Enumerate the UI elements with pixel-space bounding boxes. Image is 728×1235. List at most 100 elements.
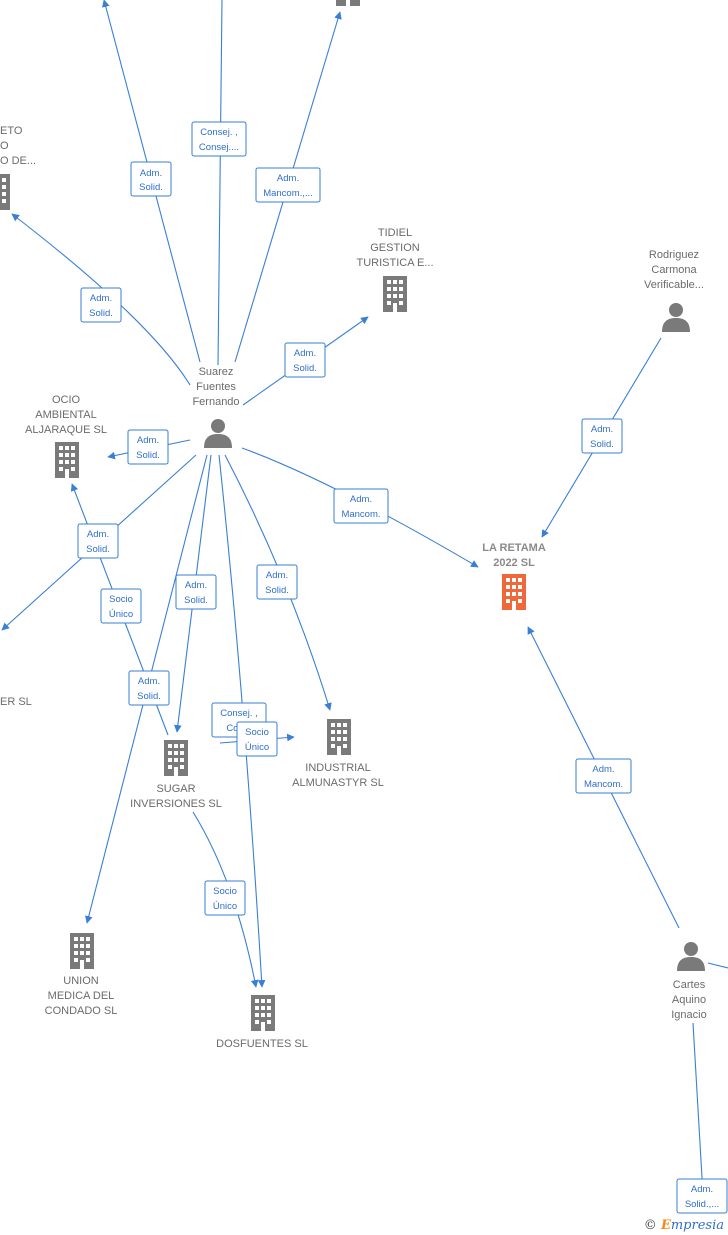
edge-label-cartes-bottom[interactable]: Adm. Solid.,... [676,1178,728,1214]
svg-text:Ignacio: Ignacio [671,1009,706,1021]
svg-text:GESTION: GESTION [370,242,420,254]
building-icon [0,174,10,210]
edge-label-rodriguez[interactable]: Adm. Solid. [581,418,623,454]
edge-label-sugar[interactable]: Adm. Solid. [175,574,217,610]
svg-text:Solid.: Solid. [86,544,110,555]
node-suarez[interactable]: Suarez Fuentes Fernando [192,366,240,448]
svg-text:Único: Único [245,742,269,753]
building-icon [327,719,351,755]
edge-cartes-right [707,962,728,969]
node-industrial[interactable]: INDUSTRIAL ALMUNASTYR SL [292,719,384,789]
svg-text:Carmona: Carmona [651,264,697,276]
svg-text:Solid.: Solid. [265,585,289,596]
svg-text:Adm.: Adm. [350,494,372,505]
edge-suarez-top-center [217,0,223,366]
svg-text:Adm.: Adm. [591,424,613,435]
edge-label-top-right[interactable]: Adm. Mancom.,... [255,167,321,203]
svg-text:INDUSTRIAL: INDUSTRIAL [305,762,370,774]
svg-text:Socio: Socio [109,594,133,605]
svg-text:Adm.: Adm. [691,1184,713,1195]
edge-label-left-partial[interactable]: Adm. Solid. [80,287,122,323]
node-ocio[interactable]: OCIO AMBIENTAL ALJARAQUE SL [25,394,107,478]
svg-text:ETO: ETO [0,125,23,137]
node-tidiel[interactable]: TIDIEL GESTION TURISTICA E... [356,227,434,312]
svg-text:Solid.: Solid. [139,182,163,193]
svg-text:Adm.: Adm. [137,435,159,446]
edge-cartes-bottom [692,1022,704,1196]
svg-text:Verificable...: Verificable... [644,279,704,291]
svg-text:Fernando: Fernando [192,396,239,408]
node-left-partial[interactable]: ETO O O DE... [0,125,36,210]
building-icon [502,574,526,610]
svg-text:Consej. ,: Consej. , [220,708,258,719]
node-sugar[interactable]: SUGAR INVERSIONES SL [130,740,222,810]
svg-text:ER SL: ER SL [0,696,32,708]
svg-text:MEDICA DEL: MEDICA DEL [48,990,115,1002]
edge-label-sugar-dosfuentes[interactable]: Socio Único [204,880,246,916]
node-la-retama[interactable]: LA RETAMA 2022 SL [482,542,546,610]
svg-text:Solid.: Solid. [293,363,317,374]
svg-text:Único: Único [213,901,237,912]
nodes: ETO O O DE... TIDIEL GESTION TURISTICA E… [0,0,707,1050]
building-icon[interactable] [336,0,360,6]
svg-text:ALMUNASTYR SL: ALMUNASTYR SL [292,777,384,789]
svg-text:Adm.: Adm. [592,764,614,775]
edge-label-tidiel[interactable]: Adm. Solid. [284,342,326,378]
svg-text:Adm.: Adm. [277,173,299,184]
edge-label-sugar-ocio[interactable]: Socio Único [100,588,142,624]
edge-label-left-er[interactable]: Adm. Solid. [77,523,119,559]
empresia-logo: © Empresia [644,1218,724,1233]
person-icon [204,419,232,448]
svg-text:Adm.: Adm. [87,529,109,540]
svg-text:Socio: Socio [213,886,237,897]
svg-text:Fuentes: Fuentes [196,381,236,393]
svg-text:Aquino: Aquino [672,994,706,1006]
svg-text:2022 SL: 2022 SL [493,557,535,569]
edge-labels: Adm. Solid. Consej. , Consej.... Adm. Ma… [77,121,728,1214]
svg-text:UNION: UNION [63,975,99,987]
person-icon [662,303,690,332]
edge-label-la-retama[interactable]: Adm. Mancom. [333,488,389,524]
svg-text:INVERSIONES SL: INVERSIONES SL [130,798,222,810]
edge-label-top-center[interactable]: Consej. , Consej.... [191,121,247,157]
building-icon [55,442,79,478]
svg-text:Solid.,...: Solid.,... [685,1199,719,1210]
edge-label-cartes-retama[interactable]: Adm. Mancom. [575,758,632,794]
edge-label-ocio[interactable]: Adm. Solid. [127,429,169,465]
svg-text:DOSFUENTES SL: DOSFUENTES SL [216,1038,308,1050]
node-cartes[interactable]: Cartes Aquino Ignacio [671,942,707,1021]
svg-text:AMBIENTAL: AMBIENTAL [35,409,97,421]
svg-text:Adm.: Adm. [185,580,207,591]
svg-text:Rodriguez: Rodriguez [649,249,699,261]
node-left-er[interactable]: ER SL [0,696,32,708]
node-rodriguez[interactable]: Rodriguez Carmona Verificable... [644,249,704,332]
person-icon [677,942,705,971]
edge-suarez-left-partial [11,213,191,386]
building-icon [70,933,94,969]
svg-text:TIDIEL: TIDIEL [378,227,412,239]
svg-text:SUGAR: SUGAR [156,783,195,795]
svg-text:Suarez: Suarez [199,366,234,378]
svg-text:Mancom.: Mancom. [584,779,623,790]
copyright-symbol: © [643,1218,657,1233]
svg-text:Solid.: Solid. [136,450,160,461]
edge-label-top-left[interactable]: Adm. Solid. [130,161,172,197]
svg-text:Solid.: Solid. [137,691,161,702]
svg-text:LA RETAMA: LA RETAMA [482,542,546,554]
node-union[interactable]: UNION MEDICA DEL CONDADO SL [45,933,118,1017]
svg-text:Solid.: Solid. [89,308,113,319]
svg-text:OCIO: OCIO [52,394,81,406]
svg-text:O: O [0,140,9,152]
svg-text:Único: Único [109,609,133,620]
edge-label-industrial[interactable]: Adm. Solid. [256,564,298,600]
building-icon [251,995,275,1031]
svg-text:Consej. ,: Consej. , [200,127,238,138]
node-dosfuentes[interactable]: DOSFUENTES SL [216,995,308,1050]
edge-label-sugar-industrial[interactable]: Socio Único [236,721,278,757]
svg-text:Adm.: Adm. [294,348,316,359]
building-icon [383,276,407,312]
edge-label-union[interactable]: Adm. Solid. [128,670,170,706]
svg-text:Adm.: Adm. [138,676,160,687]
svg-text:Adm.: Adm. [90,293,112,304]
